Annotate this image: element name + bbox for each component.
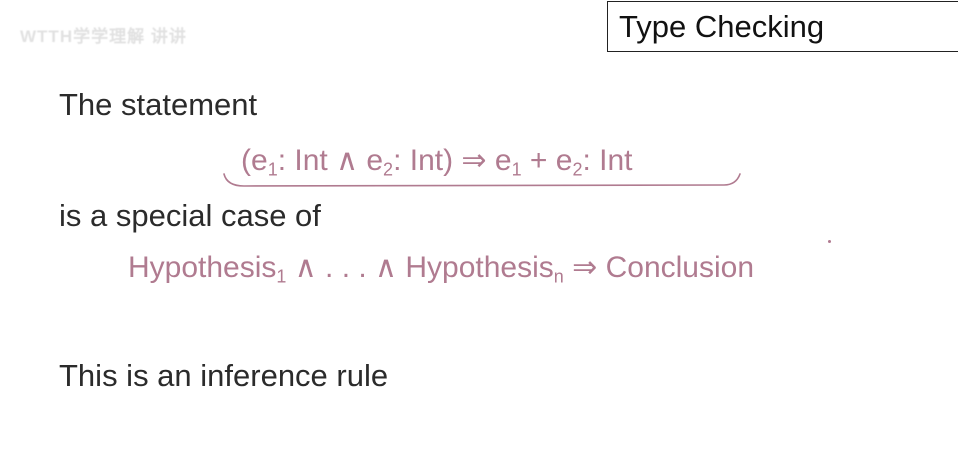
pen-mark (828, 240, 831, 243)
formula-part: (e (241, 144, 268, 177)
subscript: n (553, 266, 564, 287)
subscript: 2 (572, 159, 583, 180)
slide-title: Type Checking (619, 8, 825, 44)
formula-part: : Int ∧ e (277, 144, 384, 177)
subscript: 1 (267, 159, 278, 180)
inference-rule-text: This is an inference rule (59, 358, 389, 393)
rule-part: ⇒ Conclusion (563, 251, 755, 284)
inference-rule-formula: Hypothesis1 ∧ . . . ∧ Hypothesisn ⇒ Conc… (128, 250, 754, 285)
special-case-text: is a special case of (59, 198, 321, 233)
formula-part: : Int (582, 144, 633, 177)
formula-part: + e (521, 144, 573, 177)
underbrace-annotation (223, 173, 741, 187)
subscript: 1 (511, 159, 522, 180)
rule-part: ∧ . . . ∧ Hypothesis (286, 251, 554, 284)
video-watermark: WTTH学学理解 讲讲 (20, 27, 187, 46)
typing-statement-formula: (e1: Int ∧ e2: Int) ⇒ e1 + e2: Int (241, 143, 633, 178)
subscript: 1 (276, 266, 287, 287)
slide-title-box: Type Checking (607, 1, 958, 52)
rule-part: Hypothesis (128, 251, 277, 284)
statement-intro-text: The statement (59, 87, 258, 122)
formula-part: : Int) ⇒ e (393, 144, 512, 177)
subscript: 2 (383, 159, 394, 180)
